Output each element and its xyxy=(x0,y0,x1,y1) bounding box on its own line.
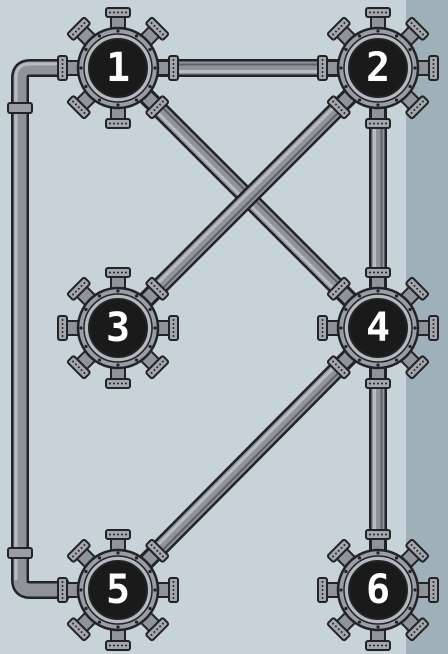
bolt xyxy=(413,326,416,329)
hub-5[interactable]: 5 xyxy=(58,530,178,650)
bolt xyxy=(358,556,361,559)
bolt xyxy=(395,620,398,623)
bolt xyxy=(135,34,138,37)
bolt xyxy=(135,358,138,361)
bolt xyxy=(98,34,101,37)
bolt xyxy=(344,48,347,51)
bolt xyxy=(376,103,379,106)
bolt xyxy=(79,66,82,69)
bolt xyxy=(98,620,101,623)
bolt xyxy=(135,556,138,559)
bolt xyxy=(116,103,119,106)
bolt xyxy=(358,98,361,101)
bolt xyxy=(395,556,398,559)
bolt xyxy=(408,607,411,610)
bolt xyxy=(116,363,119,366)
bolt xyxy=(116,289,119,292)
bolt xyxy=(358,620,361,623)
bolt xyxy=(116,625,119,628)
bolt xyxy=(376,29,379,32)
hub-3[interactable]: 3 xyxy=(58,268,178,388)
bolt xyxy=(98,358,101,361)
bolt xyxy=(408,48,411,51)
bolt xyxy=(153,326,156,329)
bolt xyxy=(84,48,87,51)
hub-4[interactable]: 4 xyxy=(318,268,438,388)
bolt xyxy=(376,551,379,554)
bolt xyxy=(84,308,87,311)
hub-label: 3 xyxy=(106,305,130,351)
bolt xyxy=(358,294,361,297)
bolt xyxy=(98,556,101,559)
bolt xyxy=(358,358,361,361)
bolt xyxy=(344,607,347,610)
bolt xyxy=(148,607,151,610)
bolt xyxy=(79,588,82,591)
bolt xyxy=(98,294,101,297)
hub-label: 6 xyxy=(366,567,390,613)
bolt xyxy=(339,588,342,591)
bolt xyxy=(148,85,151,88)
bolt xyxy=(344,308,347,311)
bolt xyxy=(395,98,398,101)
bolt xyxy=(376,625,379,628)
bolt xyxy=(84,570,87,573)
bolt xyxy=(153,588,156,591)
bolt xyxy=(339,326,342,329)
hub-label: 4 xyxy=(366,305,390,351)
bolt xyxy=(344,85,347,88)
bolt xyxy=(408,570,411,573)
hub-2[interactable]: 2 xyxy=(318,8,438,128)
bolt xyxy=(84,345,87,348)
bolt xyxy=(408,308,411,311)
bolt xyxy=(408,345,411,348)
hub-label: 5 xyxy=(106,567,130,613)
hub-1[interactable]: 1 xyxy=(58,8,178,128)
bolt xyxy=(344,570,347,573)
hub-label: 2 xyxy=(366,45,390,91)
bolt xyxy=(358,34,361,37)
bolt xyxy=(116,29,119,32)
bolt xyxy=(376,363,379,366)
hub-label: 1 xyxy=(106,45,130,91)
bolt xyxy=(395,358,398,361)
bolt xyxy=(153,66,156,69)
bolt xyxy=(344,345,347,348)
bolt xyxy=(135,620,138,623)
bolt xyxy=(395,294,398,297)
bolt xyxy=(148,345,151,348)
bolt xyxy=(135,294,138,297)
bolt xyxy=(413,588,416,591)
bolt xyxy=(98,98,101,101)
bolt xyxy=(376,289,379,292)
bolt xyxy=(84,85,87,88)
bolt xyxy=(148,570,151,573)
bolt xyxy=(339,66,342,69)
bolt xyxy=(408,85,411,88)
bolt xyxy=(79,326,82,329)
bolt xyxy=(135,98,138,101)
bolt xyxy=(413,66,416,69)
bolt xyxy=(395,34,398,37)
bolt xyxy=(148,308,151,311)
bolt xyxy=(148,48,151,51)
hub-6[interactable]: 6 xyxy=(318,530,438,650)
bolt xyxy=(84,607,87,610)
bolt xyxy=(116,551,119,554)
